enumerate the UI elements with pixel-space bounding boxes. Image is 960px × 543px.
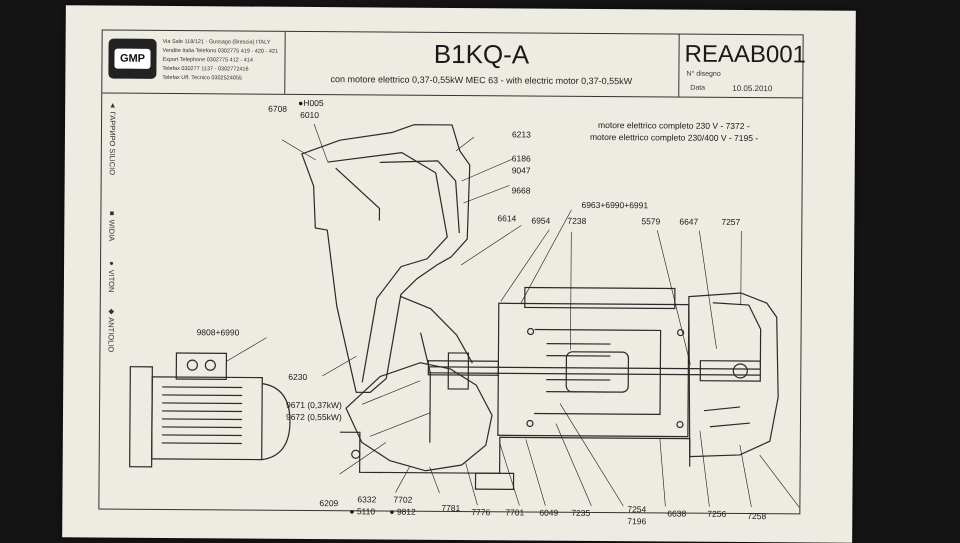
part-label-7196: 7196 — [627, 516, 647, 527]
part-label-7254: 7254 — [627, 504, 647, 515]
part-label-6614: 6614 — [497, 213, 517, 224]
part-label-5579: 5579 — [641, 216, 661, 227]
part-label-5110: ● 5110 — [349, 506, 376, 517]
part-label-7235: 7235 — [571, 507, 591, 518]
part-label-7781: 7781 — [441, 502, 461, 514]
part-label-6213: 6213 — [511, 129, 531, 140]
part-label-9672: 9672 (0,55kW) — [285, 411, 342, 423]
part-label-9812: ● 9812 — [389, 506, 416, 517]
part-label-6647: 6647 — [679, 216, 699, 227]
side-motor-terminal-box — [175, 352, 228, 380]
part-label-7257: 7257 — [721, 216, 741, 227]
pump-section-drawing — [129, 123, 800, 508]
part-label-9671: 9671 (0,37kW) — [286, 399, 342, 411]
part-label-9808-6990: 9808+6990 — [196, 327, 240, 338]
part-label-h005: ●H005 — [298, 97, 324, 109]
part-label-7776: 7776 — [471, 507, 491, 518]
part-label-6209: 6209 — [319, 498, 339, 509]
part-label-6708: 6708 — [268, 103, 288, 114]
part-label-6230: 6230 — [288, 371, 308, 382]
part-label-6638: 6638 — [667, 508, 687, 519]
part-label-7258: 7258 — [747, 511, 767, 522]
drawing-frame: GMP Via Sale 118/121 - Gussago (Brescia)… — [98, 29, 806, 526]
part-label-6186: 6186 — [511, 153, 531, 164]
side-motor-body — [151, 376, 263, 461]
part-label-7702: 7702 — [393, 494, 413, 505]
part-label-6332: 6332 — [357, 494, 377, 505]
part-label-6010: 6010 — [300, 109, 320, 121]
side-motor-flange — [129, 366, 153, 468]
part-label-7701: 7701 — [505, 507, 525, 518]
part-label-6963-6990-6991: 6963+6990+6991 — [581, 199, 649, 211]
drawing-sheet: GMP Via Sale 118/121 - Gussago (Brescia)… — [62, 5, 856, 543]
part-label-9047: 9047 — [511, 165, 531, 176]
part-label-9668: 9668 — [511, 185, 531, 196]
part-label-6049: 6049 — [539, 507, 559, 518]
part-label-7256: 7256 — [707, 508, 727, 519]
part-label-7238: 7238 — [567, 215, 587, 226]
part-label-6954: 6954 — [531, 215, 551, 226]
